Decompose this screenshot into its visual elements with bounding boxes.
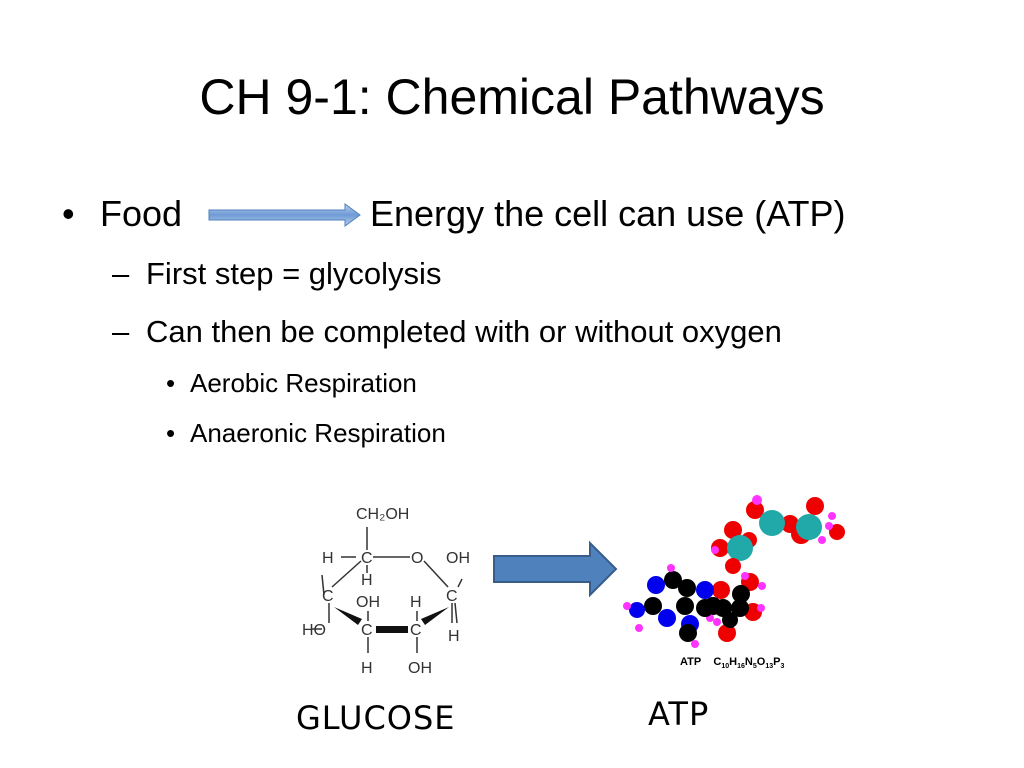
glucose-hydrogen-label: H xyxy=(448,628,460,645)
subsub-bullet-aerobic: • Aerobic Respiration xyxy=(166,366,417,400)
subsub-bullet-anaerobic: • Anaeronic Respiration xyxy=(166,416,446,450)
glucose-caption: GLUCOSE xyxy=(296,699,456,737)
formula-element: N xyxy=(744,656,753,668)
sub-bullet-glycolysis: –First step = glycolysis xyxy=(112,255,441,293)
food-text: Food xyxy=(100,193,183,234)
subsub-bullet-text: Anaeronic Respiration xyxy=(190,418,446,448)
bullet-marker: • xyxy=(62,193,75,234)
glucose-hydrogen-label: H xyxy=(361,572,373,589)
bullet-marker: • xyxy=(166,418,176,448)
sub-bullet-oxygen: –Can then be completed with or without o… xyxy=(112,313,782,351)
atp-molecule-model xyxy=(623,495,845,648)
formula-count: 5 xyxy=(752,663,757,671)
glucose-carbon-label: C xyxy=(322,588,334,605)
energy-text: Energy the cell can use (ATP) xyxy=(370,193,846,234)
sub-bullet-text: Can then be completed with or without ox… xyxy=(146,314,782,349)
glucose-label: CH₂OH xyxy=(356,506,409,523)
glucose-hydrogen-label: H xyxy=(361,660,373,677)
atp-caption: ATP xyxy=(648,695,710,733)
formula-count: 13 xyxy=(765,663,774,671)
glucose-label: OH xyxy=(446,550,470,567)
glucose-label: HO xyxy=(302,622,326,639)
glucose-hydrogen-label: H xyxy=(322,550,334,567)
formula-element: O xyxy=(756,656,766,668)
right-arrow-icon xyxy=(208,203,361,227)
bullet-marker: • xyxy=(166,368,176,398)
formula-count: 10 xyxy=(721,663,730,671)
glucose-hydrogen-label: H xyxy=(410,594,422,611)
glucose-carbon-label: C xyxy=(361,622,373,639)
subsub-bullet-text: Aerobic Respiration xyxy=(190,368,417,398)
formula-element: H xyxy=(729,656,738,668)
atp-formula: ATP C10H16N5O13P3 xyxy=(680,656,784,670)
formula-element: P xyxy=(773,656,781,668)
conversion-arrow-icon xyxy=(493,540,618,598)
formula-count: 16 xyxy=(737,663,745,671)
glucose-carbon-label: C xyxy=(446,588,458,605)
glucose-ring-oxygen-label: O xyxy=(411,550,423,567)
dash-marker: – xyxy=(112,314,130,349)
glucose-label: OH xyxy=(356,594,380,611)
formula-count: 3 xyxy=(780,663,785,671)
glucose-carbon-label: C xyxy=(361,550,373,567)
slide-title: CH 9-1: Chemical Pathways xyxy=(199,69,825,125)
formula-element: C xyxy=(713,656,722,668)
glucose-structure-diagram: CH₂OH C O OH H H C C OH H HO C C H H OH xyxy=(302,506,470,677)
glucose-label: OH xyxy=(408,660,432,677)
formula-label: ATP xyxy=(680,656,702,668)
sub-bullet-text: First step = glycolysis xyxy=(146,256,442,291)
glucose-carbon-label: C xyxy=(410,622,422,639)
dash-marker: – xyxy=(112,256,130,291)
bullet-food-to-energy: • Food Energy the cell can use (ATP) xyxy=(62,192,846,236)
